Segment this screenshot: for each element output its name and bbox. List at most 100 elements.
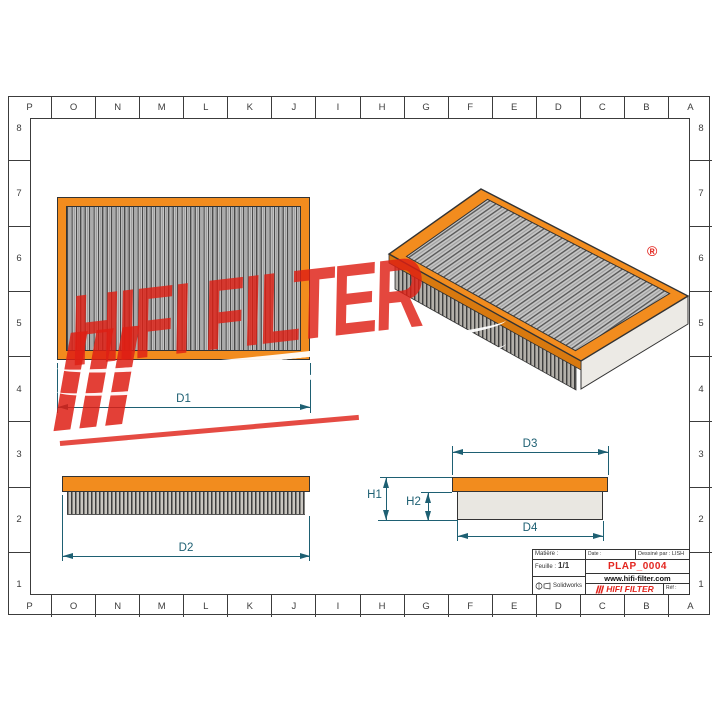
grid-column-label: O [51, 96, 95, 118]
grid-row-label: 6 [690, 225, 712, 291]
d2-dimension-line [62, 556, 310, 557]
iso-pleated-media-top [405, 198, 671, 352]
d3-extension-line-right [607, 446, 609, 475]
d4-extension-line-left [457, 521, 458, 541]
d1-arrow-right [300, 403, 310, 410]
grid-column-label: K [227, 595, 271, 617]
d2-extension-line-right [309, 516, 310, 561]
projection-symbol-icon [535, 581, 551, 590]
grid-column-label: J [271, 96, 315, 118]
grid-row-label: 3 [8, 421, 30, 486]
h1-extension-line-bottom [378, 520, 458, 521]
hifi-logo-mark [53, 325, 140, 432]
end-view-frame-lip [452, 477, 608, 492]
grid-column-label: A [667, 595, 712, 617]
website-text: www.hifi-filter.com [586, 574, 689, 585]
grid-column-label: P [26, 101, 33, 113]
grid-column-label: G [403, 595, 448, 617]
d1-extension-line-right [309, 363, 311, 413]
d3-extension-line-left [452, 446, 453, 475]
sheet-number-cell: Feuille :1/1 [533, 560, 585, 577]
grid-row-label: 4 [690, 356, 712, 421]
material-label: Matière : [533, 550, 585, 560]
grid-column-label: P [26, 600, 33, 612]
grid-column-label: N [95, 96, 139, 118]
d1-extension-line-left [57, 363, 58, 413]
software-cell: Solidworks [533, 577, 585, 594]
title-block-left-column: Matière : Feuille :1/1 Solidworks [533, 550, 586, 594]
h2-label: H2 [406, 496, 421, 508]
grid-column-label: K [227, 96, 271, 118]
d4-dimension-line [457, 536, 603, 537]
h2-arrow-down [424, 510, 431, 521]
brand-text: HIFI FILTER [606, 584, 654, 595]
grid-column-label: A [667, 96, 712, 118]
grid-column-label: N [95, 595, 139, 617]
grid-column-label: H [359, 96, 404, 118]
grid-column-label: O [51, 595, 95, 617]
title-block-top-row: Date : Dessiné par : LISH [586, 550, 689, 561]
grid-column-label: H [359, 595, 404, 617]
hifi-logo-small-icon [595, 585, 605, 594]
grid-column-label: E [491, 595, 536, 617]
h1-arrow-down [382, 510, 389, 520]
d3-arrow-left [452, 448, 463, 455]
h2-arrow-up [424, 492, 431, 503]
h1-arrow-up [382, 477, 389, 488]
sheet-number-value: 1/1 [558, 561, 570, 570]
d3-arrow-right [598, 448, 608, 455]
grid-column-label: D [535, 96, 580, 118]
grid-column-label: B [623, 595, 668, 617]
reference-label: Réf : [663, 584, 689, 595]
grid-column-label: M [139, 595, 183, 617]
grid-column-label: J [271, 595, 315, 617]
h1-label: H1 [367, 489, 382, 501]
d2-label: D2 [178, 542, 194, 554]
d1-dimension-line [57, 407, 310, 408]
part-number: PLAP_0004 [586, 560, 689, 574]
software-label: Solidworks [553, 582, 583, 589]
d4-label: D4 [522, 522, 538, 534]
h1-extension-line-top [380, 476, 452, 478]
grid-column-label: L [183, 595, 227, 617]
grid-column-label: C [579, 96, 624, 118]
h2-dimension-line [428, 492, 429, 520]
grid-column-label: C [579, 595, 624, 617]
sheet-number-label: Feuille : [535, 564, 557, 570]
grid-column-label: I [315, 96, 359, 118]
isometric-view [387, 188, 690, 391]
d4-extension-line-right [602, 521, 604, 541]
d2-arrow-right [299, 552, 310, 559]
grid-column-label: F [447, 595, 492, 617]
sheet-outer-border [8, 96, 710, 615]
d4-arrow-right [593, 532, 603, 539]
grid-row-label: 3 [690, 421, 712, 486]
grid-row-label: 4 [8, 356, 30, 421]
d2-extension-line-left [62, 495, 63, 561]
grid-column-label: E [491, 96, 536, 118]
title-block: Matière : Feuille :1/1 Solidworks Date :… [532, 549, 690, 595]
grid-column-label: L [183, 96, 227, 118]
h2-extension-line-top [421, 491, 452, 493]
grid-column-label: M [139, 96, 183, 118]
grid-row-label: 5 [8, 290, 30, 356]
d4-arrow-left [457, 532, 468, 539]
designed-by-label: Dessiné par : LISH [638, 551, 685, 557]
registered-trademark-symbol: ® [647, 243, 658, 259]
d3-label: D3 [522, 438, 538, 450]
grid-column-label: G [403, 96, 448, 118]
h1-dimension-line [386, 477, 387, 520]
brand-cell: HIFI FILTER [586, 584, 663, 594]
d3-dimension-line [452, 452, 608, 453]
grid-column-label: D [535, 595, 580, 617]
grid-row-label: 8 [698, 122, 704, 134]
side-view-frame-profile [62, 476, 310, 492]
grid-row-label: 2 [8, 486, 30, 552]
grid-column-label: F [447, 96, 492, 118]
sheet-inner-border [30, 118, 690, 595]
